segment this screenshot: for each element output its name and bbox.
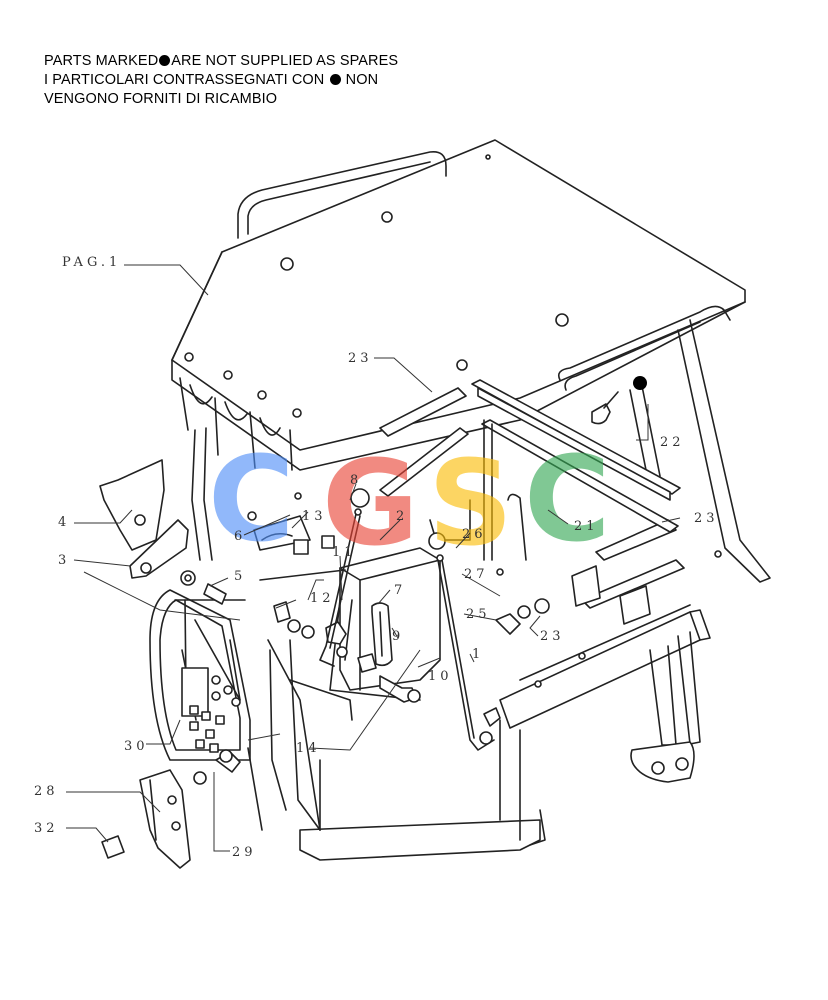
label-14: 14 [296,741,321,756]
label-3: 3 [58,553,70,568]
notice-text: PARTS MARKED [44,53,159,69]
notice-line-italian: I PARTICOLARI CONTRASSEGNATI CON NON [44,71,398,90]
watermark-letter: C [208,430,295,568]
label-22: 22 [660,435,685,450]
brackets [99,459,189,579]
notice-line-italian-2: VENGONO FORNITI DI RICAMBIO [44,91,278,107]
label-1: 1 [472,647,484,662]
label-4: 4 [58,515,70,530]
label-21: 21 [574,519,599,534]
label-8: 8 [350,473,362,488]
label-29: 29 [232,845,257,860]
label-32: 32 [34,821,59,836]
bullet-dot-icon [329,74,341,85]
label-25: 25 [466,607,491,622]
label-28: 28 [34,784,59,799]
label-9: 9 [392,629,404,644]
label-23: 23 [348,351,373,366]
label-30: 30 [124,739,149,754]
notice-text: I PARTICOLARI CONTRASSEGNATI CON [44,72,325,88]
label-23-right: 23 [694,511,719,526]
label-13: 13 [302,509,327,524]
cab-roof [171,139,746,471]
label-2: 2 [396,509,408,524]
door-frame [149,589,251,761]
notice-text: ARE NOT SUPPLIED AS SPARES [171,53,399,69]
watermark-letter: C [524,430,611,568]
spares-notice: PARTS MARKED ARE NOT SUPPLIED AS SPARES I… [44,52,398,109]
watermark-letter: G [322,434,419,572]
label-6: 6 [234,529,246,544]
hardware [101,376,722,859]
console-box [253,499,471,691]
watermark: C G S C [208,430,611,572]
label-7: 7 [394,583,406,598]
label-23-lower: 23 [540,629,565,644]
label-12: 12 [310,591,335,606]
label-11: 11 [332,545,357,560]
notice-text: NON [345,72,379,88]
label-pag: PAG.1 [62,255,121,270]
frame-strips [379,379,685,625]
leader-lines [66,264,681,852]
label-27: 27 [464,567,489,582]
notice-line-english: PARTS MARKED ARE NOT SUPPLIED AS SPARES [44,52,398,71]
hinge-bracket [139,769,191,869]
watermark-letter: S [428,434,513,572]
part-labels: PAG.1 23 22 4 3 6 13 5 12 8 2 26 21 23 2… [34,255,719,860]
label-26: 26 [462,527,487,542]
label-5: 5 [234,569,246,584]
label-10: 10 [428,669,453,684]
not-supplied-dot-icon [633,376,647,390]
bullet-dot-icon [159,55,171,66]
